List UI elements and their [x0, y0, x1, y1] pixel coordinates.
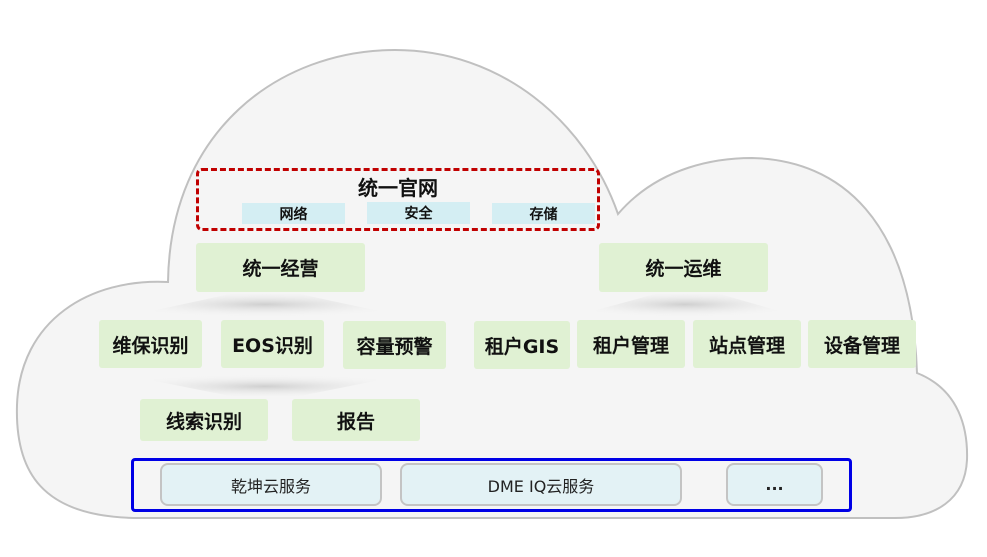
operation-child-eos-recognition[interactable]: EOS识别 — [221, 320, 324, 368]
portal-title: 统一官网 — [358, 176, 438, 200]
cloud-outline — [15, 48, 969, 519]
services-frame — [131, 458, 852, 512]
operation-child-report[interactable]: 报告 — [292, 399, 420, 441]
portal-item-network[interactable]: 网络 — [242, 203, 345, 224]
fan-connector-operation — [110, 294, 420, 320]
operation-child-capacity-warning[interactable]: 容量预警 — [343, 321, 446, 369]
service-dme-iq-cloud[interactable]: DME IQ云服务 — [400, 463, 682, 506]
maintenance-child-tenant-management[interactable]: 租户管理 — [577, 320, 685, 368]
fan-connector-operation-lower — [110, 372, 420, 396]
operation-child-maintenance-recognition[interactable]: 维保识别 — [99, 320, 202, 368]
maintenance-child-site-management[interactable]: 站点管理 — [693, 320, 801, 368]
maintenance-child-tenant-gis[interactable]: 租户GIS — [474, 321, 570, 369]
operation-module[interactable]: 统一经营 — [196, 243, 365, 292]
service-more[interactable]: ... — [726, 463, 823, 506]
portal-item-security[interactable]: 安全 — [367, 202, 470, 224]
portal-item-storage[interactable]: 存储 — [492, 203, 595, 224]
maintenance-module[interactable]: 统一运维 — [599, 243, 768, 292]
fan-connector-maintenance — [560, 294, 810, 320]
operation-child-lead-recognition[interactable]: 线索识别 — [140, 399, 268, 441]
maintenance-child-device-management[interactable]: 设备管理 — [808, 320, 916, 368]
service-qiankun-cloud[interactable]: 乾坤云服务 — [160, 463, 382, 506]
portal-dashed-frame — [196, 168, 600, 231]
